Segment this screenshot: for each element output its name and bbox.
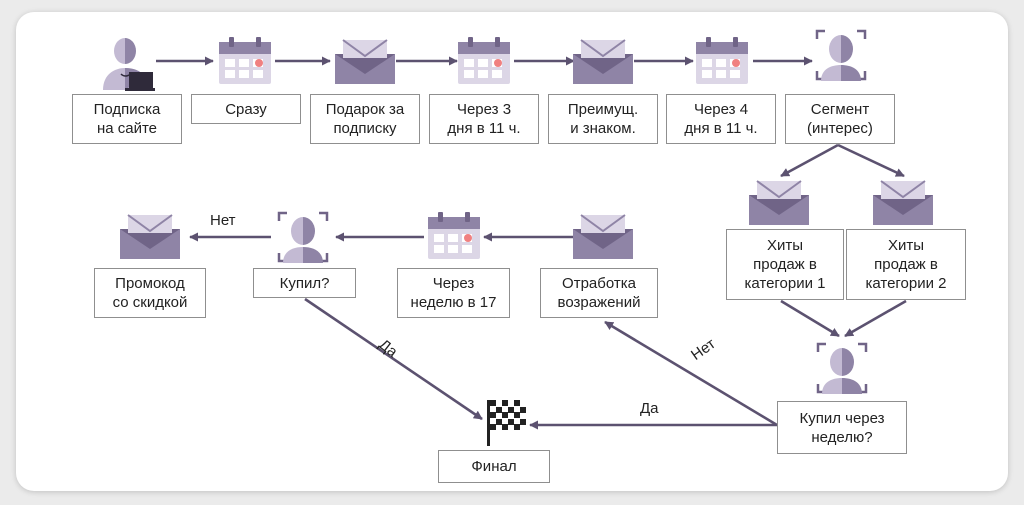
arrow-n7-to-n8 [780,143,839,178]
node-n2-box: Сразу [191,94,301,124]
node-n12-box: Через неделю в 17 [397,268,510,318]
node-n11-box: Отработка возражений [540,268,658,318]
node-n4-box: Через 3 дня в 11 ч. [429,94,539,144]
envelope-icon [573,214,633,259]
node-n5-box: Преимущ. и знаком. [548,94,658,144]
envelope-icon [749,180,809,225]
edge-label-n13-to-n14: Нет [210,212,236,229]
arrow-n7-to-n9 [837,143,905,178]
node-n6-box: Через 4 дня в 11 ч. [666,94,776,144]
node-n8-box: Хиты продаж в категории 1 [726,229,844,300]
checkered-flag-icon [487,400,526,446]
calendar-icon [696,37,748,84]
envelope-icon [873,180,933,225]
node-n9-box: Хиты продаж в категории 2 [846,229,966,300]
face-scan-icon [277,211,329,263]
arrow-n8-to-n10 [780,299,840,338]
envelope-icon [120,214,180,259]
node-n1-box: Подписка на сайте [72,94,182,144]
calendar-icon [219,37,271,84]
node-n14-box: Промокод со скидкой [94,268,206,318]
edge-label-n10-to-n15: Да [640,400,659,417]
face-scan-icon [816,342,868,394]
node-n15-box: Финал [438,450,550,483]
envelope-icon [573,39,633,84]
calendar-icon [458,37,510,84]
person-laptop-icon [103,38,155,91]
envelope-icon [335,39,395,84]
arrow-n13-to-n15 [304,297,483,421]
arrow-n10-to-n11 [604,320,778,427]
arrow-n9-to-n10 [844,299,907,338]
face-scan-icon [815,29,867,81]
calendar-icon [428,212,480,259]
node-n10-box: Купил через неделю? [777,401,907,454]
node-n7-box: Сегмент (интерес) [785,94,895,144]
node-n3-box: Подарок за подписку [310,94,420,144]
node-n13-box: Купил? [253,268,356,298]
